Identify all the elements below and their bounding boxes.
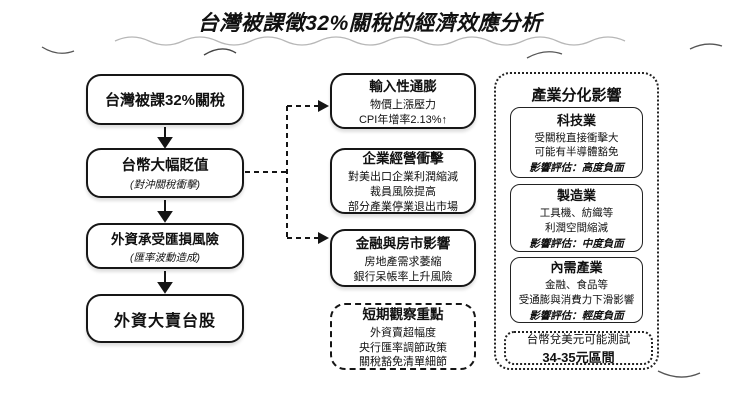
sector-assessment: 影響評估：中度負面 (529, 237, 624, 250)
dashed-connectors (245, 105, 319, 239)
sector-line: 工具機、紡織等 (539, 207, 614, 220)
effect-line: 物價上漲壓力 (370, 98, 436, 111)
sector-assessment: 影響評估：高度負面 (529, 162, 624, 175)
effect-line: 對美出口企業利潤縮減 (348, 171, 458, 184)
sector-line: 可能有半導體豁免 (534, 146, 619, 158)
fx-forecast-line: 台幣兌美元可能測試 (526, 333, 631, 346)
fx-forecast-box: 台幣兌美元可能測試 34-35元區間 (504, 331, 653, 365)
industry-panel: 產業分化影響 科技業 受關稅直接衝擊大 可能有半導體豁免 影響評估：高度負面 製… (494, 72, 659, 370)
sector-box-domestic: 內需產業 金融、食品等 受通膨與消費力下滑影響 影響評估：輕度負面 (510, 257, 643, 323)
sector-line: 受關稅直接衝擊大 (534, 131, 619, 144)
flow-node-foreign-selloff: 外資大賣台股 (86, 294, 244, 343)
watchlist-box: 短期觀察重點 外資賣超幅度 央行匯率調節政策 關稅豁免清單細節 (330, 303, 476, 370)
effect-line: 部分產業停業退出市場 (348, 200, 458, 213)
flow-node-note: (對沖關稅衝擊) (130, 179, 200, 191)
flow-node-twd-depreciation: 台幣大幅貶值 (對沖關稅衝擊) (86, 148, 244, 198)
effect-title: 輸入性通膨 (369, 78, 437, 94)
flow-node-label: 台灣被課32%關稅 (104, 92, 226, 109)
industry-panel-title: 產業分化影響 (531, 87, 622, 104)
effect-line: CPI年增率2.13%↑ (358, 113, 448, 126)
sector-line: 金融、食品等 (545, 279, 608, 292)
sketch-stroke-top-right (689, 43, 723, 50)
effect-box-imported-inflation: 輸入性通膨 物價上漲壓力 CPI年增率2.13%↑ (330, 73, 476, 129)
effect-title: 企業經營衝擊 (362, 151, 444, 167)
effect-line: 裁員風險提高 (370, 186, 436, 199)
sketch-stroke-under-title-right (526, 51, 563, 59)
watchlist-line: 外資賣超幅度 (370, 326, 436, 339)
flow-node-note: (匯率波動造成) (130, 251, 200, 264)
effect-box-finance-housing: 金融與房市影響 房地產需求萎縮 銀行呆帳率上升風險 (330, 229, 476, 287)
sketch-stroke-top-left (41, 46, 75, 54)
sketch-stroke-bottom-right (657, 370, 701, 378)
effect-line: 房地產需求萎縮 (364, 255, 442, 268)
flow-node-label: 外資承受匯損風險 (111, 231, 219, 247)
sector-box-tech: 科技業 受關稅直接衝擊大 可能有半導體豁免 影響評估：高度負面 (510, 107, 643, 178)
sector-name: 製造業 (556, 188, 596, 204)
fx-forecast-range: 34-35元區間 (542, 349, 615, 365)
dashed-connector-arrowheads (318, 100, 329, 244)
flow-node-tariff: 台灣被課32%關稅 (86, 74, 244, 125)
watchlist-title: 短期觀察重點 (362, 306, 444, 322)
effect-line: 銀行呆帳率上升風險 (353, 270, 453, 283)
sector-name: 科技業 (556, 112, 596, 128)
flow-arrows (157, 127, 173, 294)
watchlist-line: 關稅豁免清單細節 (359, 356, 447, 369)
watchlist-line: 央行匯率調節政策 (359, 341, 447, 354)
sector-name: 內需產業 (550, 260, 603, 276)
flow-node-label: 台幣大幅貶值 (121, 158, 209, 174)
sector-assessment: 影響評估：輕度負面 (529, 309, 624, 322)
wavy-underline (114, 36, 626, 46)
flow-node-fx-loss-risk: 外資承受匯損風險 (匯率波動造成) (86, 223, 244, 269)
effect-box-business-impact: 企業經營衝擊 對美出口企業利潤縮減 裁員風險提高 部分產業停業退出市場 (330, 148, 476, 214)
flow-node-label: 外資大賣台股 (113, 312, 216, 330)
page-title: 台灣被課徵32%關稅的經濟效應分析 (197, 12, 543, 35)
sector-line: 利潤空間縮減 (545, 221, 608, 234)
sector-line: 受通膨與消費力下滑影響 (518, 293, 635, 306)
sector-box-manufacturing: 製造業 工具機、紡織等 利潤空間縮減 影響評估：中度負面 (510, 184, 643, 252)
sketch-stroke-under-title-left (203, 48, 237, 56)
effect-title: 金融與房市影響 (355, 235, 451, 251)
